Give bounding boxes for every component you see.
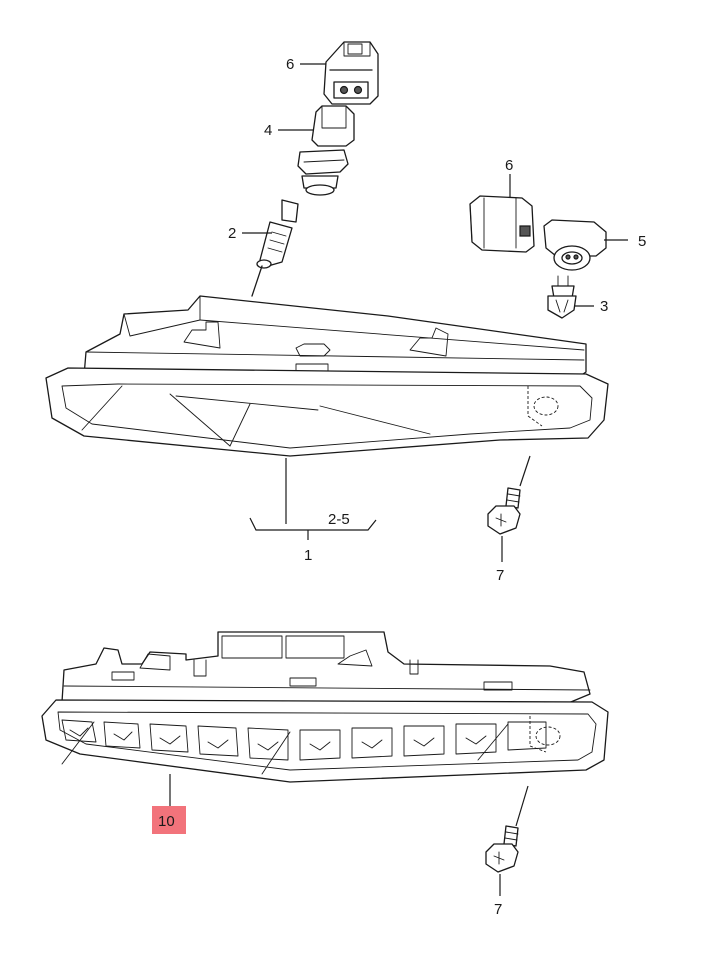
label-range: 2-5 bbox=[328, 511, 350, 528]
socket bbox=[543, 219, 607, 271]
screw-top bbox=[487, 455, 531, 562]
bulb-small bbox=[547, 275, 577, 319]
label-holder: 4 bbox=[264, 122, 272, 139]
label-socket: 5 bbox=[638, 233, 646, 250]
bulb-holder bbox=[297, 105, 355, 196]
label-assembly-top: 1 bbox=[304, 547, 312, 564]
highlight-box bbox=[152, 806, 186, 834]
label-connector-right: 6 bbox=[505, 157, 513, 174]
label-bulb-small: 3 bbox=[600, 298, 608, 315]
lamp-assembly-top bbox=[45, 295, 609, 540]
label-screw-bottom: 7 bbox=[494, 901, 502, 918]
label-connector-top: 6 bbox=[286, 56, 294, 73]
label-screw-top: 7 bbox=[496, 567, 504, 584]
connector-right bbox=[469, 195, 535, 253]
label-bulb-main: 2 bbox=[228, 225, 236, 242]
lamp-assembly-bottom bbox=[41, 631, 609, 806]
label-assembly-bottom: 10 bbox=[158, 813, 175, 830]
connector-top bbox=[323, 41, 379, 105]
bulb-main bbox=[251, 199, 299, 297]
screw-bottom bbox=[485, 785, 529, 896]
